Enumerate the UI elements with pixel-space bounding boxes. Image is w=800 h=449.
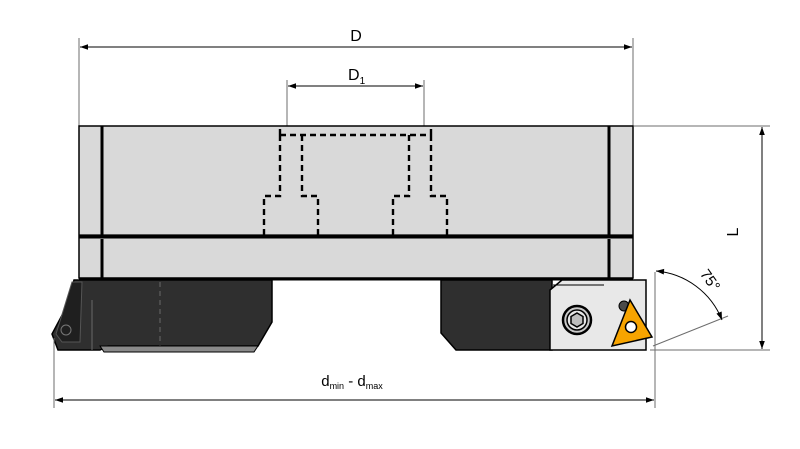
right-tool-holder	[440, 279, 654, 351]
label-dmin-dmax: dmin - dmax	[321, 373, 383, 391]
dimension-dmin-dmax: dmin - dmax	[53, 338, 654, 408]
angle-edge-line	[652, 315, 729, 347]
left-tool-holder	[51, 279, 273, 353]
left-holder-tip	[55, 281, 83, 343]
dimension-d: D	[78, 28, 634, 126]
label-dmax-sub: max	[366, 381, 384, 391]
insert-hole	[624, 320, 638, 334]
body-outline	[78, 125, 634, 279]
label-d1: D1	[348, 67, 366, 87]
bore-top-ticks	[278, 126, 433, 135]
label-dmin-main: d	[321, 373, 329, 390]
label-dmin-sub: min	[330, 381, 345, 391]
label-d1-sub: 1	[360, 76, 366, 87]
right-holder-shape	[440, 279, 553, 351]
label-angle: 75°	[696, 266, 723, 294]
left-holder-bottom-face	[99, 345, 259, 353]
left-holder-screw	[60, 324, 72, 336]
angle-75: 75°	[652, 266, 729, 408]
label-separator: -	[344, 373, 357, 390]
left-holder-shape	[51, 279, 273, 351]
bore-right-pocket	[391, 135, 449, 235]
angle-arc	[655, 268, 723, 321]
hidden-bore	[262, 126, 449, 235]
bore-left-pocket	[262, 135, 320, 235]
hex-socket-icon	[570, 312, 584, 328]
label-l: L	[725, 227, 742, 236]
label-d: D	[350, 28, 362, 45]
dimension-d1: D1	[286, 67, 425, 126]
label-dmax-main: d	[357, 373, 365, 390]
label-d1-main: D	[348, 67, 360, 84]
dimension-l: L	[634, 125, 770, 351]
main-body	[78, 125, 634, 281]
